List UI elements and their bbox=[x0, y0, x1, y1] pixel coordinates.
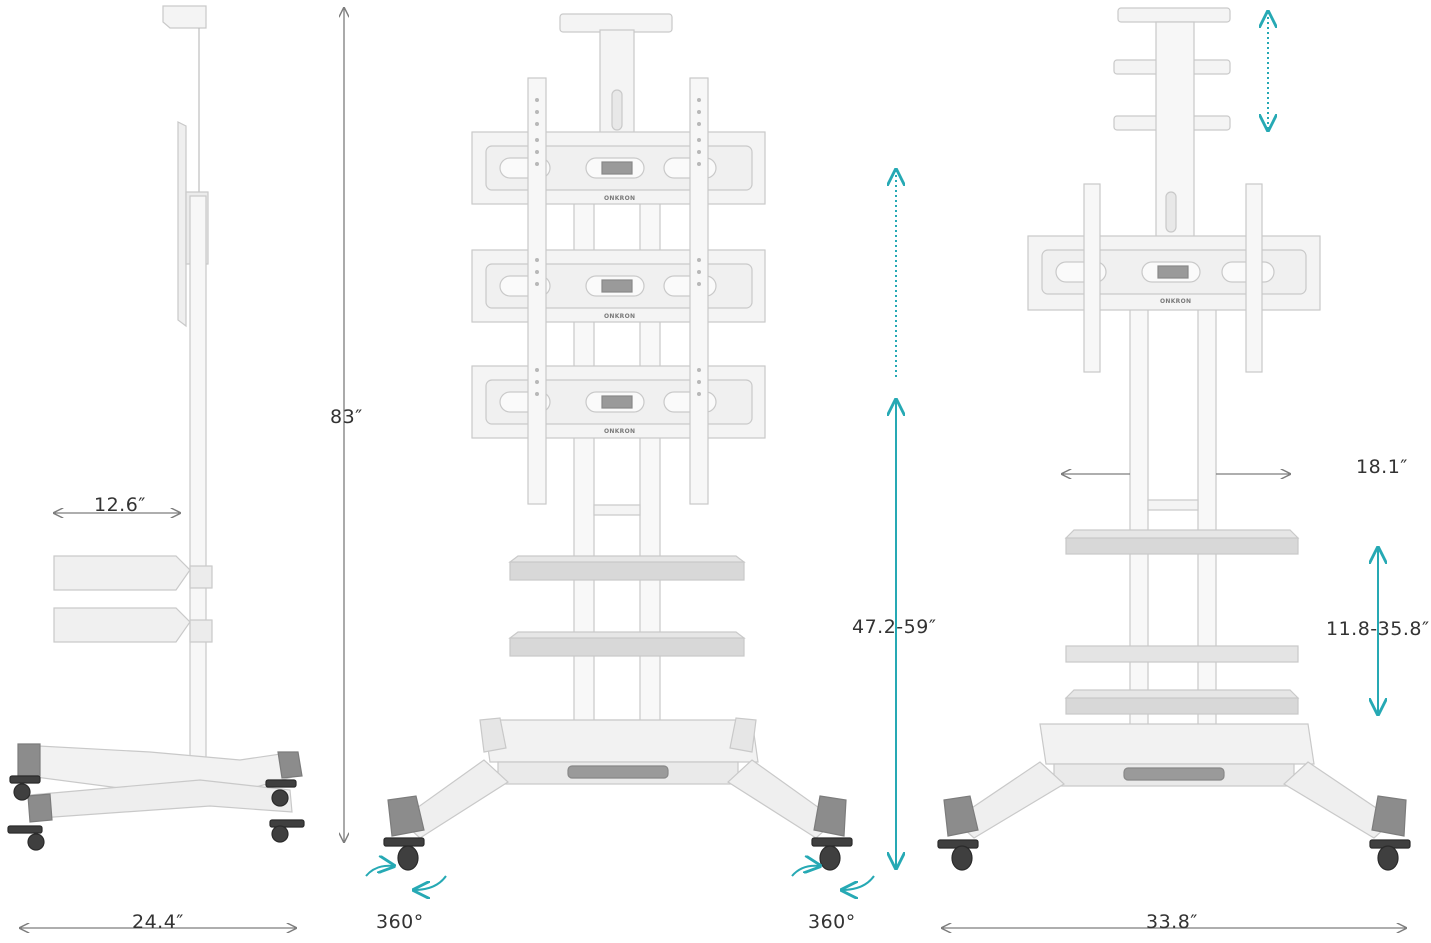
brand-logo-4: ONKRON bbox=[1160, 298, 1192, 305]
rotation-arc-left-bottom bbox=[414, 875, 447, 890]
rotation-right-label: 360° bbox=[808, 911, 856, 933]
side-view-stand bbox=[7, 5, 305, 851]
dimension-lines bbox=[20, 8, 1406, 928]
brand-logo-2: ONKRON bbox=[604, 313, 636, 320]
shelf-depth-label: 12.6″ bbox=[94, 494, 146, 516]
rotation-arc-right-top bbox=[791, 866, 820, 877]
pole-spacing-label: 18.1″ bbox=[1356, 456, 1408, 478]
front-view-stand bbox=[383, 13, 853, 871]
base-depth-label: 24.4″ bbox=[132, 911, 184, 933]
mount-height-label: 47.2-59″ bbox=[852, 616, 937, 638]
front-view-stand-shelves bbox=[937, 7, 1411, 871]
shelf-height-label: 11.8-35.8″ bbox=[1326, 618, 1430, 640]
rotation-arc-right-bottom bbox=[842, 875, 875, 890]
rotation-left-label: 360° bbox=[376, 911, 424, 933]
adjustment-arrows bbox=[365, 12, 1378, 890]
base-width-label: 33.8″ bbox=[1146, 911, 1198, 933]
brand-logo-1: ONKRON bbox=[604, 195, 636, 202]
height-label: 83″ bbox=[330, 406, 363, 428]
rotation-arc-left-top bbox=[365, 866, 394, 877]
brand-logo-3: ONKRON bbox=[604, 428, 636, 435]
